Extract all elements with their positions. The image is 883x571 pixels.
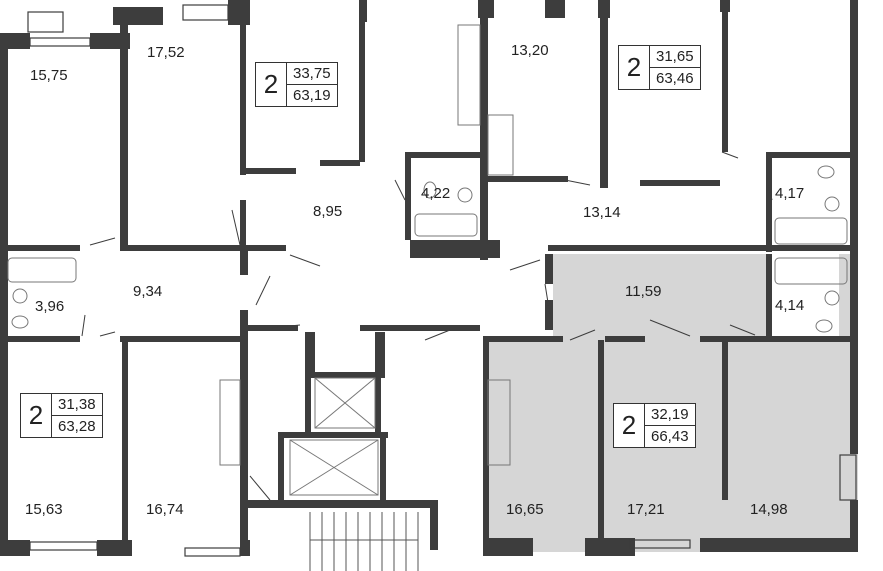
apartment-living-area: 31,38 <box>52 394 102 416</box>
apartment-badge: 2 31,38 63,28 <box>20 393 103 438</box>
apartment-total-area: 63,19 <box>293 87 331 104</box>
door-swings <box>81 151 773 501</box>
room-area-3-96: 3,96 <box>35 298 65 315</box>
apartment-living-area: 31,65 <box>650 46 700 68</box>
apartment-living-area: 32,19 <box>645 404 695 426</box>
apartment-total-area: 66,43 <box>651 428 689 445</box>
room-area-15-75: 15,75 <box>30 67 68 84</box>
room-area-4-17: 4,17 <box>775 185 805 202</box>
room-area-4-14: 4,14 <box>775 297 805 314</box>
room-area-17-52: 17,52 <box>147 44 185 61</box>
apartment-badge: 2 31,65 63,46 <box>618 45 701 90</box>
apartment-living-area: 33,75 <box>287 63 337 85</box>
apartment-room-count: 2 <box>614 404 645 447</box>
bathroom-highlight-exclusion <box>769 254 839 340</box>
apartment-room-count: 2 <box>256 63 287 106</box>
apartment-room-count: 2 <box>619 46 650 89</box>
room-area-13-20: 13,20 <box>511 42 549 59</box>
room-area-8-95: 8,95 <box>313 203 343 220</box>
room-area-16-65: 16,65 <box>506 501 544 518</box>
room-area-14-98: 14,98 <box>750 501 788 518</box>
room-area-11-59: 11,59 <box>625 283 662 300</box>
stairs <box>309 512 419 571</box>
room-area-17-21: 17,21 <box>627 501 665 518</box>
room-area-15-63: 15,63 <box>25 501 63 518</box>
fixtures <box>7 24 848 496</box>
room-area-9-34: 9,34 <box>133 283 163 300</box>
apartment-room-count: 2 <box>21 394 52 437</box>
room-area-13-14: 13,14 <box>583 204 621 221</box>
windows <box>27 4 857 557</box>
room-area-16-74: 16,74 <box>146 501 184 518</box>
apartment-total-area: 63,46 <box>656 70 694 87</box>
walls <box>0 0 858 556</box>
apartment-total-area: 63,28 <box>58 418 96 435</box>
apartment-badge: 2 33,75 63,19 <box>255 62 338 107</box>
apartment-badge: 2 32,19 66,43 <box>613 403 696 448</box>
room-area-4-22: 4,22 <box>421 185 451 202</box>
